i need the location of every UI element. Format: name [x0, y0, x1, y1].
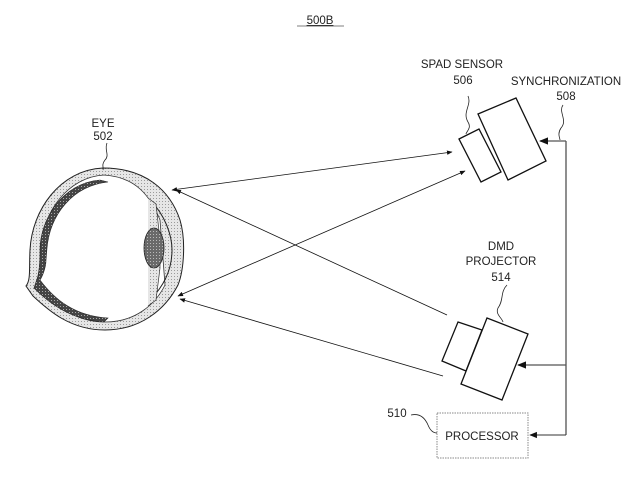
spad-sensor-ref: 506	[453, 75, 472, 87]
ray-eye-to-spad-upper	[171, 150, 453, 192]
processor-box	[436, 412, 529, 459]
spad-leader-line	[465, 95, 470, 135]
lens	[143, 227, 165, 269]
projector-label-line2: PROJECTOR	[466, 256, 537, 268]
processor-label: PROCESSOR	[445, 431, 519, 443]
eye-drawing	[25, 142, 185, 331]
synchronization-bus	[517, 137, 567, 439]
projector-ref: 514	[491, 272, 511, 284]
projector-leader-line	[496, 284, 508, 323]
ray-eye-to-spad-lower	[177, 170, 466, 297]
ray-projector-to-eye-lower	[179, 298, 444, 377]
spad-sensor-label: SPAD SENSOR	[421, 59, 503, 71]
eye-ref: 502	[93, 131, 112, 143]
retina	[33, 179, 109, 323]
projector-label-line1: DMD	[488, 241, 514, 253]
synchronization-ref: 508	[556, 91, 575, 103]
cornea	[149, 199, 173, 301]
figure-title: 500B	[307, 15, 334, 27]
spad-sensor-body	[477, 97, 547, 181]
processor-ref: 510	[387, 408, 406, 420]
projector-body	[460, 317, 529, 401]
eye-label: EYE	[91, 118, 114, 130]
processor: PROCESSOR	[410, 412, 529, 459]
spad-sensor-lens	[458, 128, 502, 183]
dmd-projector	[441, 284, 529, 401]
spad-sensor	[458, 95, 547, 183]
eye-leader-line	[102, 142, 108, 171]
sync-leader-line	[558, 104, 564, 141]
processor-leader-line	[410, 414, 438, 434]
synchronization-label: SYNCHRONIZATION	[511, 76, 621, 88]
ray-projector-to-eye-upper	[175, 189, 448, 316]
